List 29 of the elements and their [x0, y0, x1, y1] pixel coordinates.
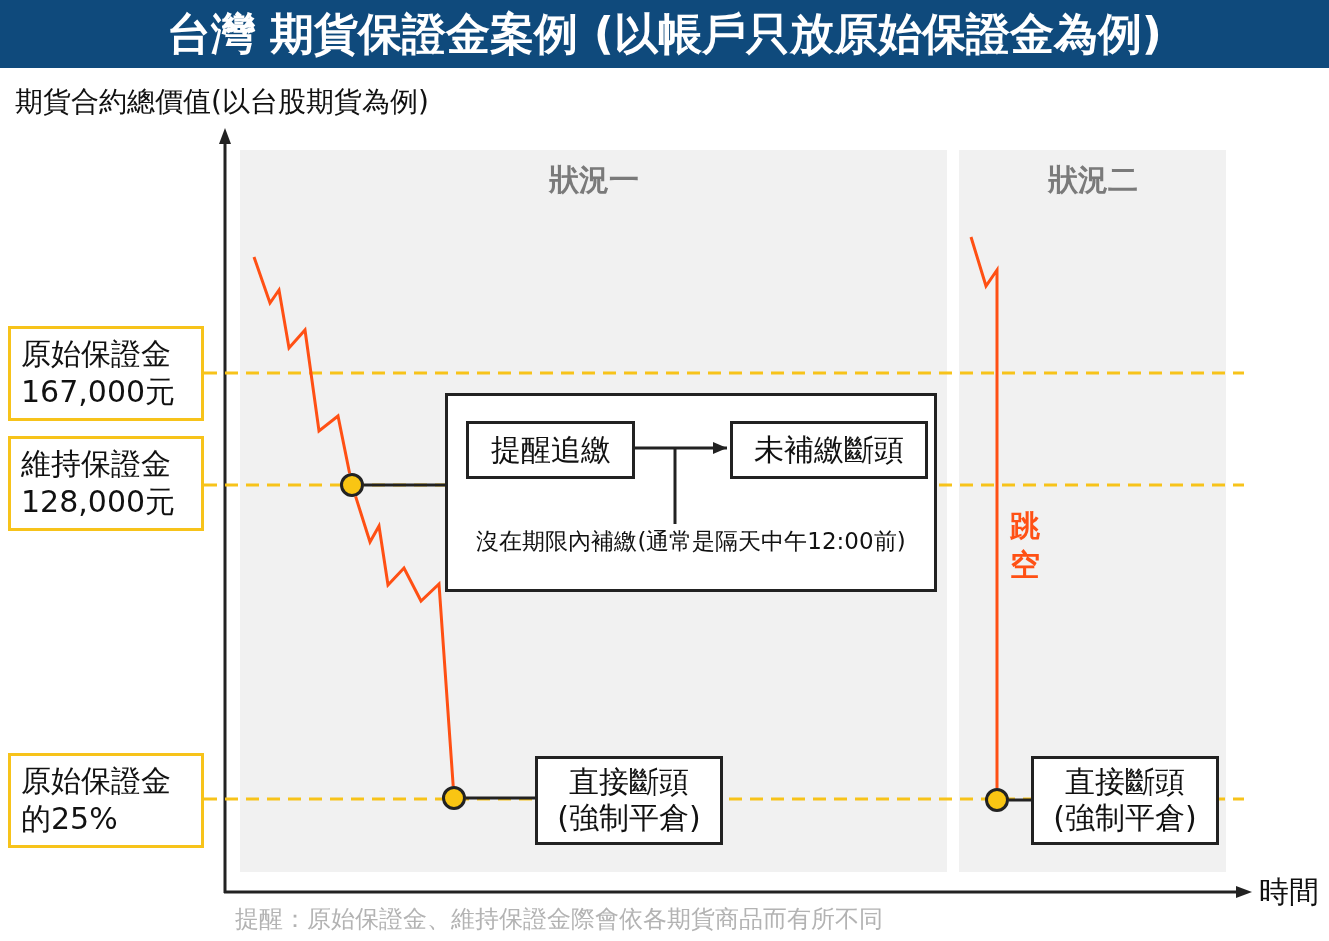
footnote: 提醒：原始保證金、維持保證金際會依各期貨商品而有所不同: [235, 904, 883, 934]
axis-title: 期貨合約總價值(以台股期貨為例): [15, 84, 429, 119]
scenario-panel: [240, 150, 947, 872]
level-label: 原始保證金的25%: [8, 753, 204, 848]
axis-title: 時間: [1259, 873, 1319, 911]
panel-title: 狀況二: [1046, 161, 1139, 199]
process-box: 直接斷頭(強制平倉): [1031, 756, 1219, 845]
connector-line: [1009, 798, 1031, 802]
process-box: 未補繳斷頭: [730, 421, 928, 479]
marker-icon: [985, 788, 1009, 812]
connector-line: [364, 483, 445, 487]
connector-line: [466, 796, 535, 800]
process-box: 直接斷頭(強制平倉): [535, 756, 723, 845]
callout-frame: [445, 393, 937, 592]
marker-icon: [340, 473, 364, 497]
edge-label: 沒在期限內補繳(通常是隔天中午12:00前): [475, 527, 907, 556]
price-line: [354, 495, 455, 787]
process-box: 提醒追繳: [466, 421, 635, 479]
level-label: 原始保證金 167,000元: [8, 326, 204, 421]
price-line: [969, 236, 999, 788]
level-label: 維持保證金 128,000元: [8, 436, 204, 531]
edge-label: 跳空: [1009, 507, 1041, 584]
threshold-line: [204, 371, 1244, 375]
title-banner: 台灣 期貨保證金案例 (以帳戶只放原始保證金為例): [0, 0, 1329, 68]
arrow: [632, 442, 727, 454]
scenario-panel: [959, 150, 1226, 872]
price-line: [252, 256, 352, 474]
marker-icon: [442, 786, 466, 810]
panel-title: 狀況一: [547, 161, 640, 199]
